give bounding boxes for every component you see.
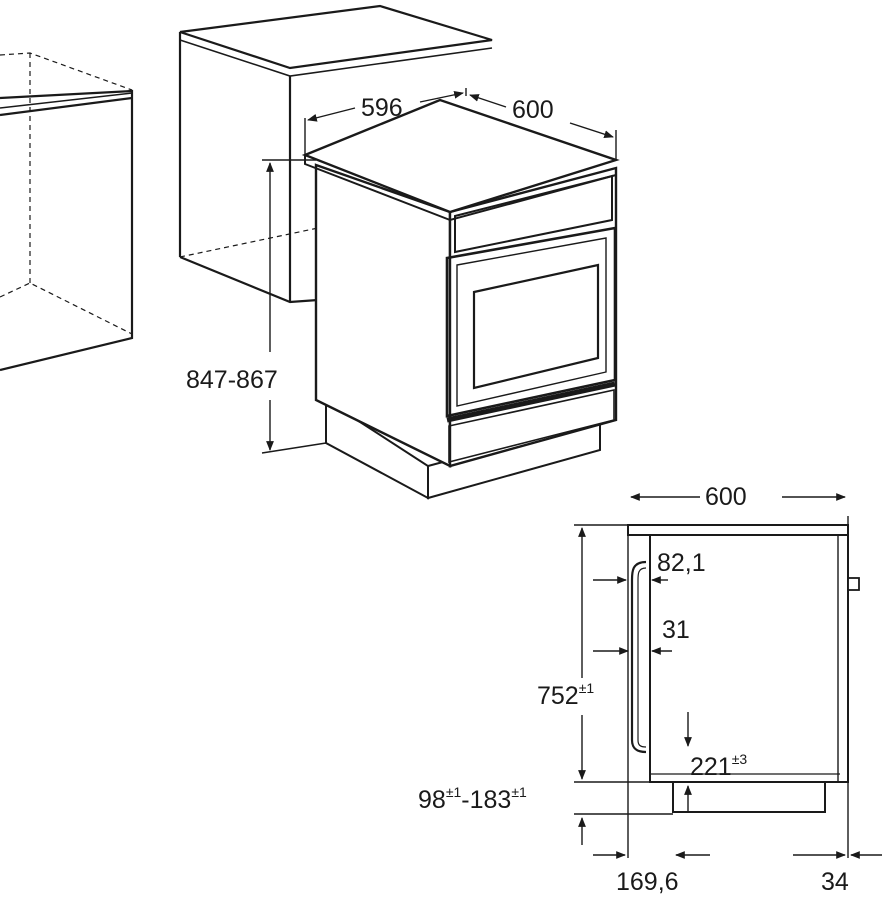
side-view-dimension-lines [574,493,882,859]
foot-range-min: 98 [418,786,446,814]
plinth-height-label: 221±3 [690,751,747,781]
cooker-perspective [301,98,620,500]
cooker-side-view [627,524,860,813]
side-width-label: 600 [705,483,747,511]
handle-offset-label: 82,1 [657,549,706,577]
body-height-tolerance: ±1 [579,680,595,696]
foot-range-separator: - [461,786,469,814]
foot-range-max: 183 [470,786,512,814]
front-view-dimension-lines [261,88,617,454]
bottom-depth-label: 169,6 [616,868,679,896]
body-height-label: 752±1 [537,680,594,710]
plinth-height-tolerance: ±3 [732,751,748,767]
foot-range-label: 98±1-183±1 [418,784,527,814]
foot-range-min-tolerance: ±1 [446,784,462,800]
back-offset-label: 34 [821,868,849,896]
width-label: 596 [361,94,403,122]
handle-depth-label: 31 [662,616,690,644]
height-range-label: 847-867 [186,366,278,394]
right-kitchen-cabinet [178,4,493,304]
depth-label: 600 [512,96,554,124]
plinth-height-value: 221 [690,753,732,781]
left-kitchen-cabinet [0,52,134,372]
body-height-value: 752 [537,682,579,710]
foot-range-max-tolerance: ±1 [511,784,527,800]
